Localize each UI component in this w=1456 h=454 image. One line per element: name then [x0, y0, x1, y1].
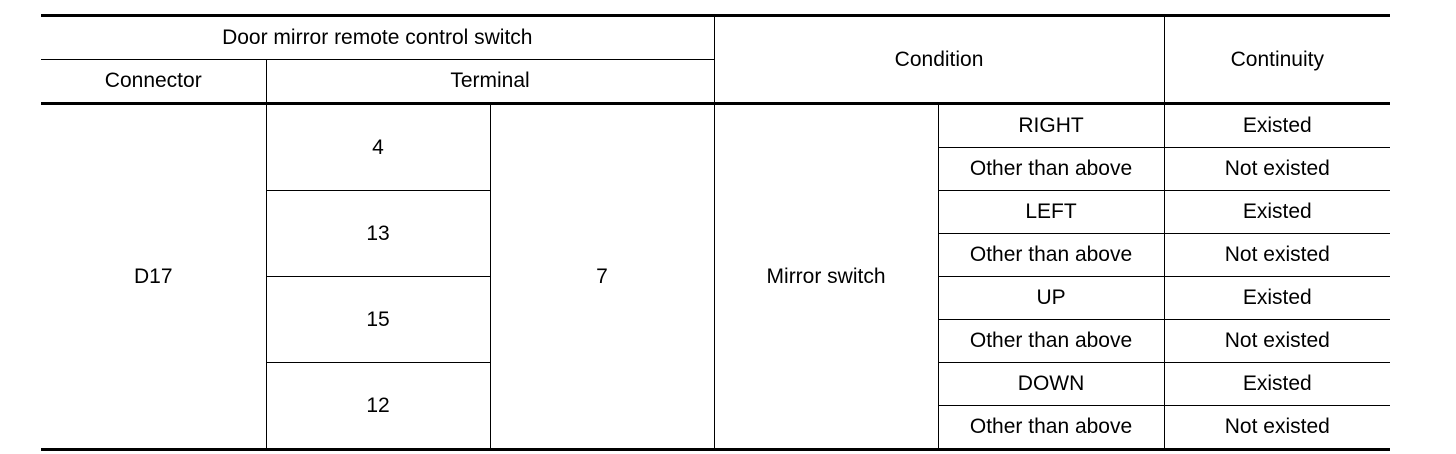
header-continuity: Continuity	[1163, 14, 1391, 105]
condition-cell: Other than above	[937, 405, 1165, 451]
terminal-cell: 15	[265, 276, 491, 363]
table-row: 15 UP Existed	[41, 276, 1391, 363]
terminal-cell: 13	[265, 190, 491, 277]
header-row-1: Door mirror remote control switch Condit…	[41, 14, 1391, 105]
terminal-cell: 12	[265, 362, 491, 451]
condition-cell: Other than above	[937, 147, 1165, 191]
continuity-cell: Existed	[1163, 362, 1391, 406]
common-terminal-cell: 7	[489, 103, 715, 451]
terminal-cell: 4	[265, 103, 491, 191]
condition-cell: UP	[937, 276, 1165, 320]
table-row: Other than above Not existed	[41, 233, 1391, 277]
table-row: Other than above Not existed	[41, 405, 1391, 451]
continuity-cell: Existed	[1163, 103, 1391, 148]
continuity-cell: Not existed	[1163, 405, 1391, 451]
continuity-cell: Existed	[1163, 190, 1391, 234]
continuity-inspection-table: Door mirror remote control switch Condit…	[41, 14, 1391, 451]
continuity-cell: Not existed	[1163, 233, 1391, 277]
continuity-cell: Not existed	[1163, 319, 1391, 363]
condition-cell: Other than above	[937, 233, 1165, 277]
condition-cell: DOWN	[937, 362, 1165, 406]
header-terminal: Terminal	[265, 59, 715, 105]
header-connector: Connector	[41, 59, 267, 105]
condition-cell: LEFT	[937, 190, 1165, 234]
header-condition: Condition	[713, 14, 1165, 105]
header-row-2: Connector Terminal	[41, 59, 1390, 105]
condition-cell: Other than above	[937, 319, 1165, 363]
continuity-cell: Not existed	[1163, 147, 1391, 191]
table-row: D17 4 7 Mirror switch RIGHT Existed	[41, 103, 1391, 451]
condition-name-cell: Mirror switch	[713, 103, 939, 451]
table-row: 12 DOWN Existed	[41, 362, 1391, 451]
header-switch-group: Door mirror remote control switch	[41, 14, 715, 60]
condition-cell: RIGHT	[937, 103, 1165, 148]
continuity-cell: Existed	[1163, 276, 1391, 320]
table-row: 13 LEFT Existed	[41, 190, 1391, 277]
connector-cell: D17	[41, 103, 267, 451]
